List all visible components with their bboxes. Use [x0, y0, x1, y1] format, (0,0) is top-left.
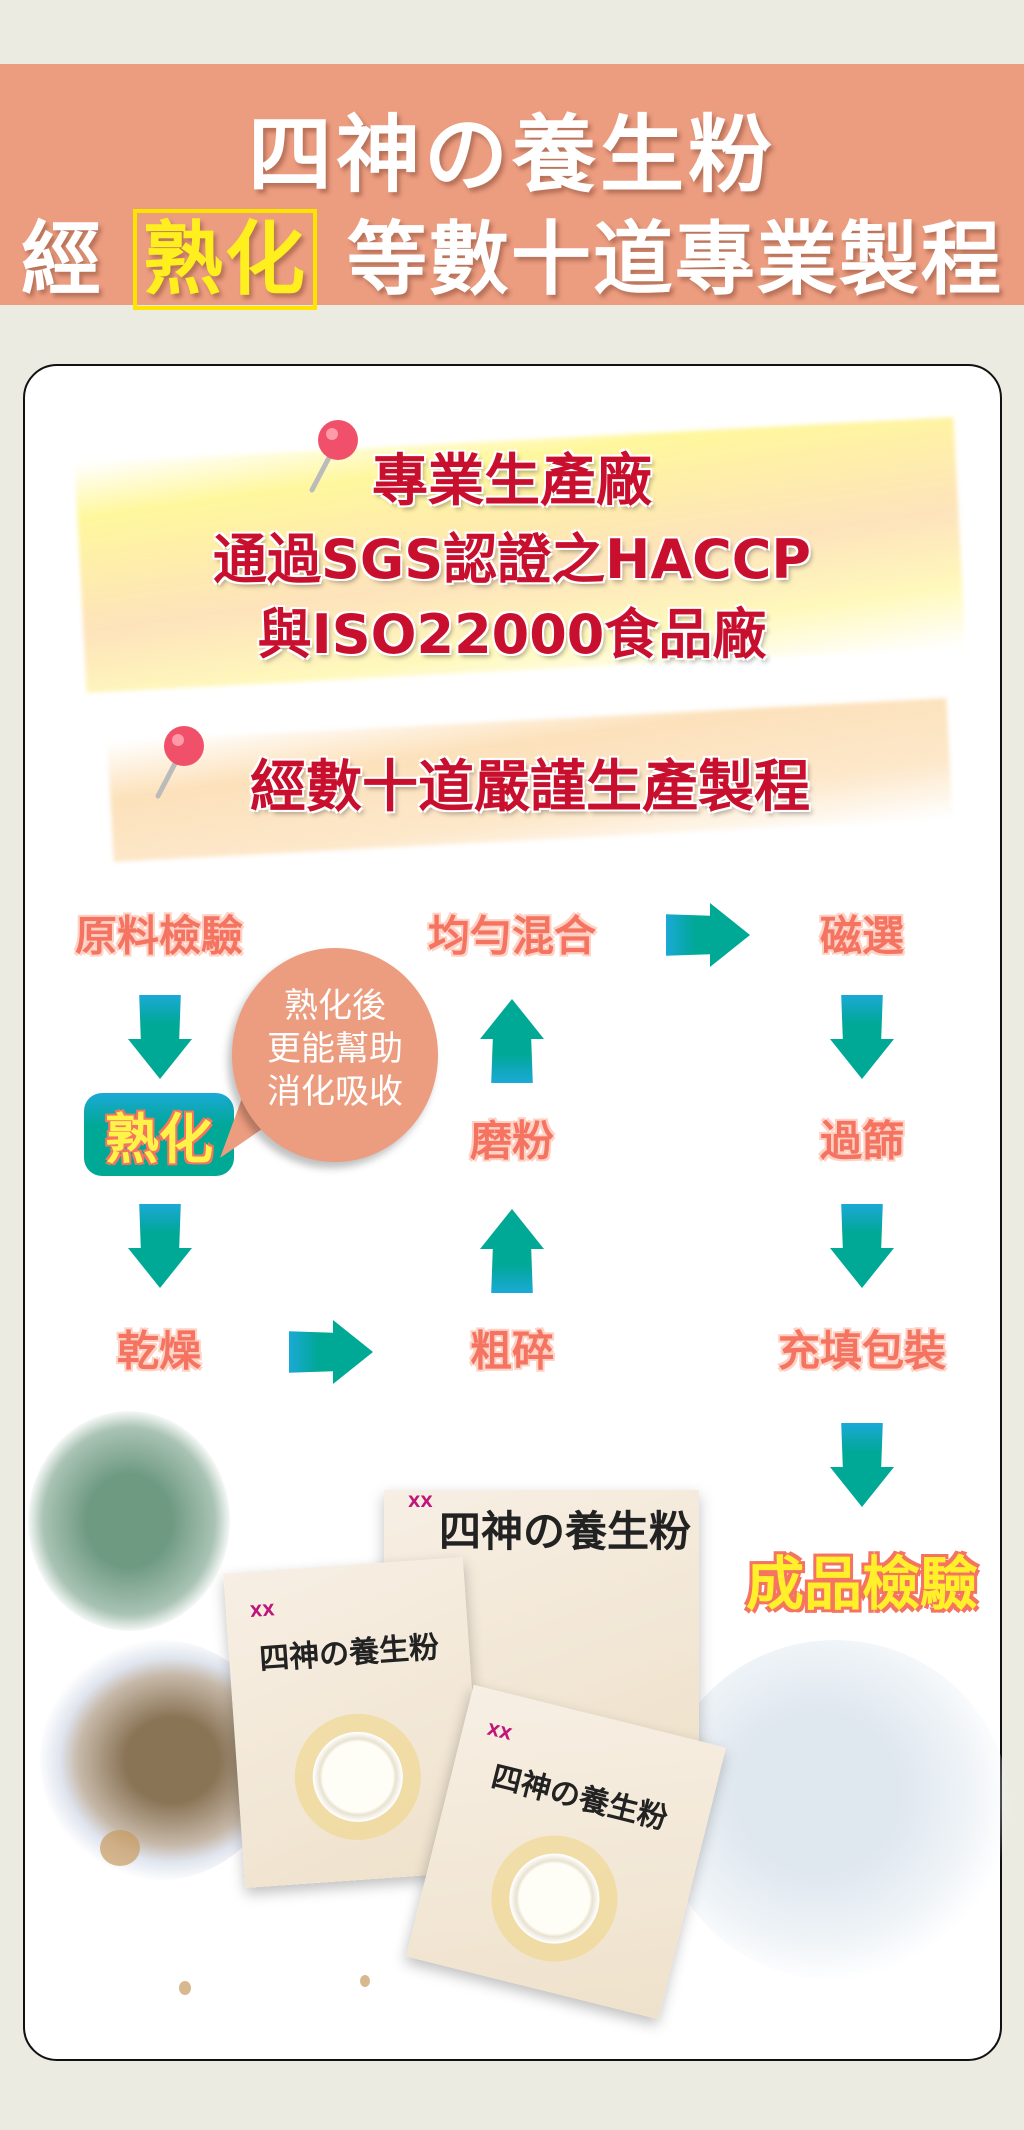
step-mixing: 均勻混合 [427, 911, 597, 961]
subtitle-prefix: 經 [21, 213, 104, 306]
arrow-right-icon [279, 1320, 383, 1384]
step-maturing: 熟化 [84, 1093, 234, 1176]
step-raw-inspection: 原料檢驗 [74, 911, 244, 961]
step-sieving: 過篩 [819, 1116, 905, 1166]
cert-line-3: 與ISO22000食品廠 [257, 603, 767, 666]
step-coarse-crushing: 粗碎 [469, 1326, 555, 1376]
bubble-line: 更能幫助 [267, 1029, 403, 1069]
arrow-up-icon [480, 1200, 544, 1302]
bubble-text: 熟化後 更能幫助 消化吸收 [232, 985, 438, 1114]
ink-splatter [360, 1975, 370, 1987]
arrow-down-icon [830, 1413, 894, 1517]
step-filling-packaging: 充填包裝 [777, 1326, 947, 1376]
subtitle-suffix: 等數十道專業製程 [346, 213, 1003, 306]
arrow-down-icon [830, 987, 894, 1087]
ink-splatter [100, 1830, 140, 1866]
bubble-line: 消化吸收 [267, 1072, 403, 1112]
product-pouch-title: 四神の養生粉 [258, 1629, 441, 1678]
step-final-inspection: 成品檢驗 [745, 1550, 979, 1618]
cert-line-2: 通過SGS認證之HACCP [213, 528, 811, 591]
pushpin-icon [155, 726, 204, 799]
bowl-image [309, 1728, 406, 1825]
arrow-right-icon [656, 903, 760, 967]
bubble-line: 熟化後 [284, 986, 386, 1026]
process-heading: 經數十道嚴謹生產製程 [250, 755, 810, 820]
product-pouch-title: 四神の養生粉 [487, 1759, 671, 1837]
brand-logo: XX [485, 1719, 514, 1745]
cert-line-1: 專業生產廠 [372, 449, 652, 514]
pushpin-icon [309, 420, 358, 493]
arrow-up-icon [480, 990, 544, 1092]
speech-bubble [232, 948, 438, 1162]
factory-worker-photo [28, 1411, 230, 1631]
page-title: 四神の養生粉 [247, 106, 776, 204]
step-grinding: 磨粉 [469, 1116, 555, 1166]
brand-logo: XX [249, 1600, 276, 1621]
subtitle-highlight: 熟化 [133, 209, 317, 310]
arrow-down-icon [128, 1196, 192, 1296]
arrow-down-icon [128, 987, 192, 1087]
header-banner [0, 64, 1024, 305]
bowl-image [499, 1844, 609, 1954]
step-drying: 乾燥 [116, 1326, 202, 1376]
ink-splatter [179, 1981, 191, 1995]
page-subtitle: 經 熟化 等數十道專業製程 [0, 195, 1024, 311]
product-box-title: 四神の養生粉 [438, 1507, 691, 1556]
arrow-down-icon [830, 1196, 894, 1296]
step-magnetic-separation: 磁選 [819, 911, 905, 961]
brand-logo: XX [408, 1492, 433, 1511]
lab-technician-photo [660, 1640, 1010, 1980]
